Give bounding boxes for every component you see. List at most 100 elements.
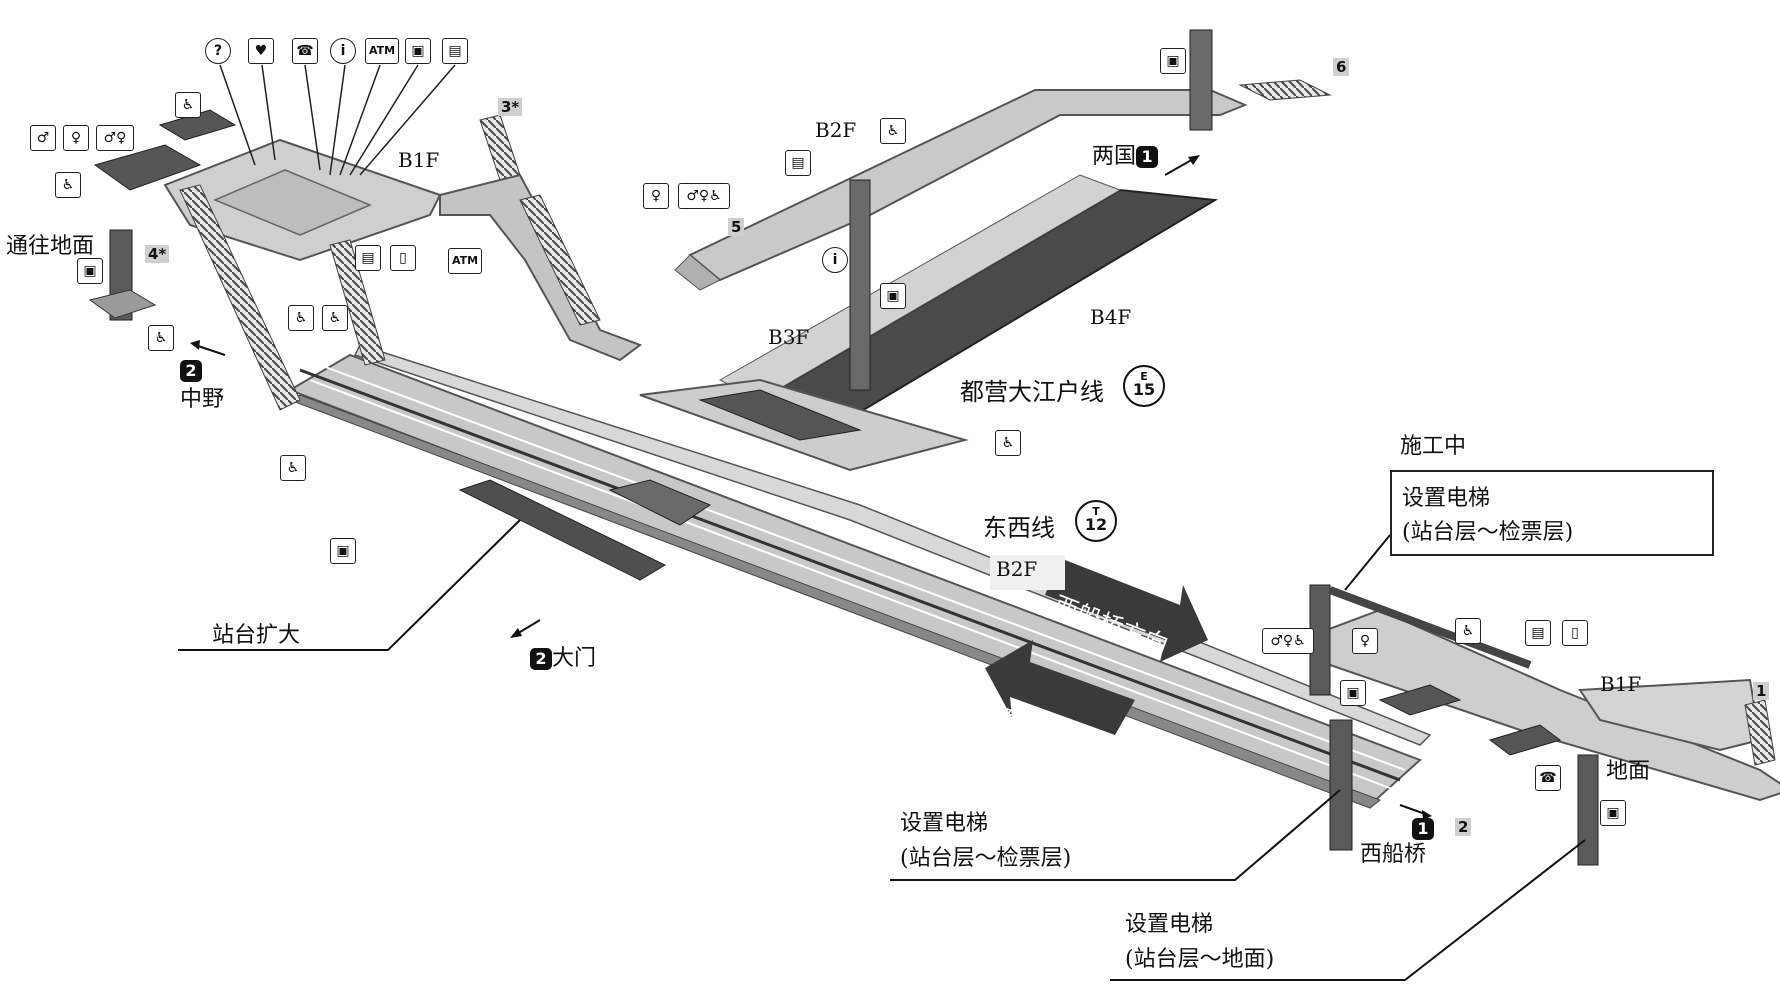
restroom-all-icon: ♂♀ (96, 125, 134, 151)
elevator-icon-ryogoku: ▣ (1160, 48, 1186, 74)
elevator-west-base (88, 289, 157, 319)
b2f-north-lower (674, 254, 721, 291)
stairs-connector (519, 194, 601, 326)
oedo-line-label: 都营大江户线 (960, 378, 1104, 406)
info-icon-north: i (822, 247, 848, 273)
exit-2-label: 2 (1455, 818, 1472, 836)
ticket-office-icon-mid: ▤ (355, 245, 381, 271)
tozai-line-number: 12 (1084, 515, 1108, 534)
elevator-note-3-line1: 设置电梯 (1125, 912, 1214, 937)
aed-icon: ♥ (248, 38, 274, 64)
pointer-line-2 (261, 64, 276, 161)
atm-icon-mid: ATM (448, 248, 482, 274)
card-machine-icon-east: ▯ (1562, 620, 1588, 646)
elevator-note-box1-line2: (站台层～检票层) (1402, 520, 1574, 545)
arrow-nakano-exit (194, 344, 226, 356)
b2f-north-concourse (688, 89, 1248, 282)
elevator-note-3-line2: (站台层～地面) (1125, 947, 1275, 972)
stairs-west-1 (179, 184, 301, 411)
leader-platform-expansion (178, 519, 521, 651)
b2f-tozai-bg (990, 555, 1065, 590)
east-dark-block-1 (1378, 684, 1462, 716)
elevator-note-2-line2: (站台层～检票层) (900, 846, 1072, 871)
tozai-upper-band (353, 344, 1432, 746)
pointer-line-4 (329, 64, 346, 176)
east-b1f-wing (1578, 678, 1762, 752)
arrow-ryogoku-head (1188, 155, 1200, 165)
platform-expansion-label: 站台扩大 (212, 623, 301, 648)
oedo-line-letter: E (1140, 370, 1148, 383)
exit-nakano: 2 中野 (180, 360, 224, 414)
escalator-icon-west-lower: ♿ (280, 455, 306, 481)
b3f-dark-area (698, 389, 862, 441)
ground-label: 地面 (1606, 759, 1651, 784)
floor-label-b1f-west: B1F (398, 148, 440, 172)
elevator-shaft-east-2 (1329, 719, 1353, 851)
exit-nakano-number: 2 (180, 360, 202, 382)
escalator-icon-west: ♿ (148, 325, 174, 351)
restroom-male-icon: ♂ (30, 125, 56, 151)
exit-1-label: 1 (1753, 682, 1770, 700)
exit-nishifunabashi-label: 西船桥 (1360, 842, 1427, 867)
ticket-machine-icon: ▣ (405, 38, 431, 64)
exit-nakano-label: 中野 (180, 387, 225, 412)
leader-elevator-box3 (1110, 839, 1586, 981)
card-machine-icon-mid: ▯ (390, 245, 416, 271)
exit-nishifunabashi-number: 1 (1412, 818, 1434, 840)
info-icon: i (330, 38, 356, 64)
escalator-icon-mid-1: ♿ (288, 305, 314, 331)
elevator-shaft-oedo (849, 179, 871, 391)
east-dark-block-2 (1488, 724, 1562, 756)
track-line-2 (309, 379, 1396, 791)
floor-label-b2f-tozai: B2F (996, 557, 1038, 581)
track-line-3 (319, 364, 1406, 771)
stairs-exit6 (1238, 79, 1332, 101)
stairs-exit3 (479, 114, 521, 181)
elevator-note-box1-line1: 设置电梯 (1402, 486, 1491, 511)
tozai-line-icon: T 12 (1075, 500, 1117, 542)
track-line-1 (299, 368, 1401, 782)
elevator-note-box1: 设置电梯 (站台层～检票层) (1390, 470, 1714, 556)
pointer-line-5 (339, 64, 381, 176)
pointer-line-3 (304, 64, 321, 171)
lift-icon-west: ♿ (175, 92, 201, 118)
escalator-icon-b3f: ♿ (995, 430, 1021, 456)
tozai-mid-slab (608, 479, 712, 526)
arrow-nakano-exit-head (190, 340, 200, 350)
elevator-icon-east-2: ▣ (1600, 800, 1626, 826)
construction-bar (1328, 586, 1532, 669)
ticket-machine-icon-west-lower: ▣ (330, 538, 356, 564)
exit-daimon-label: 大门 (552, 646, 597, 671)
leader-elevator-box2 (890, 789, 1341, 881)
phone-icon: ☎ (292, 38, 318, 64)
atm-icon: ATM (365, 38, 399, 64)
ticket-office-icon-east: ▤ (1525, 620, 1551, 646)
wheelchair-icon: ♿ (55, 172, 81, 198)
restroom-baby-icon: ♀ (63, 125, 89, 151)
exit-ryogoku-number: 1 (1136, 146, 1159, 168)
restroom-baby-icon-north: ♀ (643, 183, 669, 209)
to-ground-label: 通往地面 (6, 234, 95, 259)
exit-nishifunabashi: 1 西船桥 (1360, 818, 1434, 870)
elevator-icon-east-1: ▣ (1340, 680, 1366, 706)
tozai-line-letter: T (1092, 505, 1100, 518)
elevator-icon-west: ▣ (77, 258, 103, 284)
elevator-note-2-line1: 设置电梯 (900, 811, 989, 836)
pointer-line-6 (349, 64, 419, 176)
platform-expansion-slab (458, 479, 667, 581)
exit-6-label: 6 (1333, 58, 1350, 76)
arrow-ryogoku (1164, 157, 1196, 176)
floor-label-b4f: B4F (1090, 305, 1132, 329)
west-dark-block (93, 144, 202, 191)
oedo-line-icon: E 15 (1123, 365, 1165, 407)
restroom-baby-icon-east: ♀ (1352, 628, 1378, 654)
stairs-west-2 (329, 239, 386, 366)
exit-5-label: 5 (728, 218, 745, 236)
tozai-line-label: 东西线 (983, 514, 1055, 542)
arrow-nakano (985, 640, 1135, 735)
escalator-icon-east: ♿ (1455, 618, 1481, 644)
east-concourse (1298, 608, 1780, 802)
